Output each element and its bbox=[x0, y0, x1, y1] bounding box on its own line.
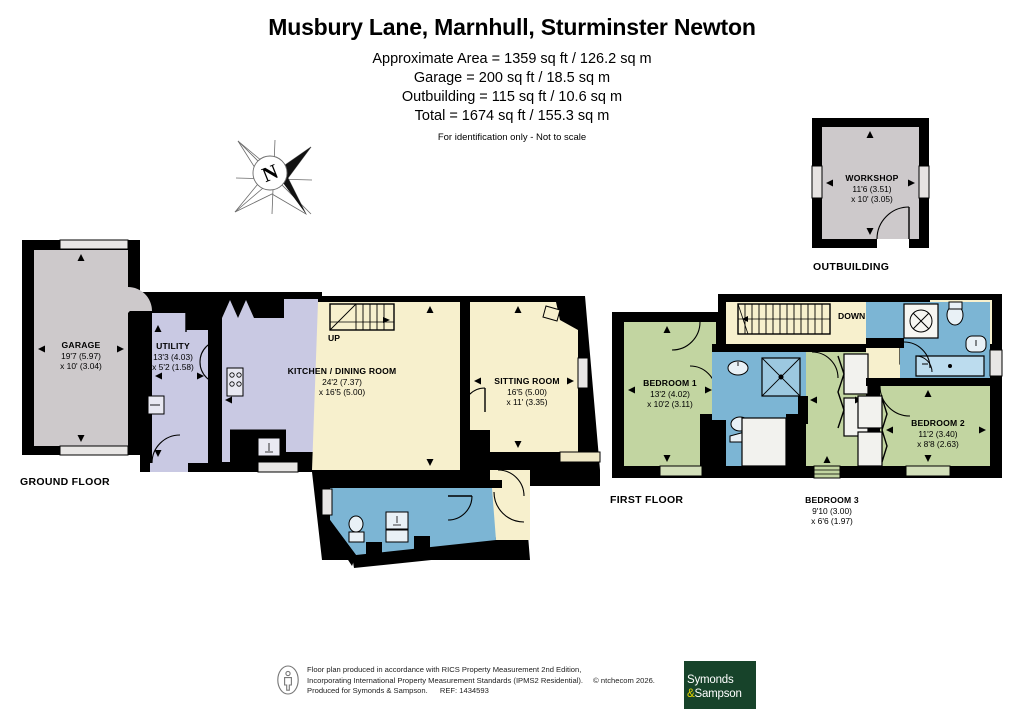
compass-rose: N bbox=[234, 139, 313, 216]
room-garage-fill bbox=[34, 250, 140, 446]
stairs-up bbox=[329, 303, 395, 331]
disclaimer-text: For identification only - Not to scale bbox=[437, 132, 587, 143]
logo-sampson-text: Sampson bbox=[694, 688, 742, 700]
ground-bathroom-fill bbox=[330, 488, 496, 555]
area-summary: Approximate Area = 1359 sq ft / 126.2 sq… bbox=[0, 50, 1024, 126]
footer-text: Floor plan produced in accordance with R… bbox=[307, 665, 655, 697]
room-utility-fill bbox=[152, 313, 208, 463]
outbuilding-block bbox=[811, 118, 930, 248]
room-label-kitchen-dining: KITCHEN / DINING ROOM 24'2 (7.37) x 16'5… bbox=[287, 366, 397, 397]
footer-block: Floor plan produced in accordance with R… bbox=[277, 663, 747, 711]
room-bedroom1-fill bbox=[624, 322, 716, 466]
area-line-outbuilding: Outbuilding = 115 sq ft / 10.6 sq m bbox=[401, 89, 623, 105]
ground-floor-plan bbox=[22, 239, 601, 568]
kitchen-lavender-area bbox=[222, 299, 318, 462]
room-bedroom2-fill bbox=[880, 386, 990, 466]
room-label-sitting-room: SITTING ROOM 16'5 (5.00) x 11' (3.35) bbox=[494, 376, 560, 407]
first-floor-plan bbox=[612, 294, 1003, 479]
first-floor-label: FIRST FLOOR bbox=[610, 494, 684, 506]
outbuilding-label: OUTBUILDING bbox=[813, 261, 890, 273]
footer-ref: REF: 1434593 bbox=[439, 686, 489, 696]
footer-line-3: Produced for Symonds & Sampson. bbox=[307, 686, 428, 696]
symonds-sampson-logo: Symonds &Sampson bbox=[684, 661, 756, 709]
page-header: Musbury Lane, Marnhull, Sturminster Newt… bbox=[0, 0, 1024, 143]
logo-line-2: &Sampson bbox=[687, 688, 742, 700]
area-line-total: Total = 1674 sq ft / 155.3 sq m bbox=[414, 108, 610, 124]
room-kitchen-dining-fill bbox=[322, 302, 460, 470]
stairs-down-label: DOWN bbox=[838, 311, 866, 321]
area-line-total-internal: Approximate Area = 1359 sq ft / 126.2 sq… bbox=[372, 51, 652, 67]
footer-line-1: Floor plan produced in accordance with R… bbox=[307, 665, 582, 674]
room-label-bedroom-3: BEDROOM 3 9'10 (3.00) x 6'6 (1.97) bbox=[805, 495, 859, 526]
room-label-bedroom-2: BEDROOM 2 11'2 (3.40) x 8'8 (2.63) bbox=[911, 418, 965, 449]
footer-copyright: © ntchecom 2026. bbox=[593, 675, 655, 685]
room-sitting-fill bbox=[470, 302, 578, 452]
page-title: Musbury Lane, Marnhull, Sturminster Newt… bbox=[268, 14, 756, 40]
logo-ampersand: & bbox=[687, 688, 695, 700]
ground-floor-label: GROUND FLOOR bbox=[20, 476, 110, 488]
rics-person-icon bbox=[277, 665, 299, 695]
footer-line-2: Incorporating International Property Mea… bbox=[307, 675, 584, 685]
stairs-up-label: UP bbox=[328, 333, 340, 343]
room-label-garage: GARAGE 19'7 (5.97) x 10' (3.04) bbox=[60, 340, 102, 371]
area-line-garage: Garage = 200 sq ft / 18.5 sq m bbox=[413, 70, 611, 86]
room-label-bedroom-1: BEDROOM 1 13'2 (4.02) x 10'2 (3.11) bbox=[643, 378, 697, 409]
room-label-utility: UTILITY 13'3 (4.03) x 5'2 (1.58) bbox=[152, 341, 194, 372]
room-label-workshop: WORKSHOP 11'6 (3.51) x 10' (3.05) bbox=[845, 173, 899, 204]
logo-line-1: Symonds bbox=[687, 674, 734, 686]
